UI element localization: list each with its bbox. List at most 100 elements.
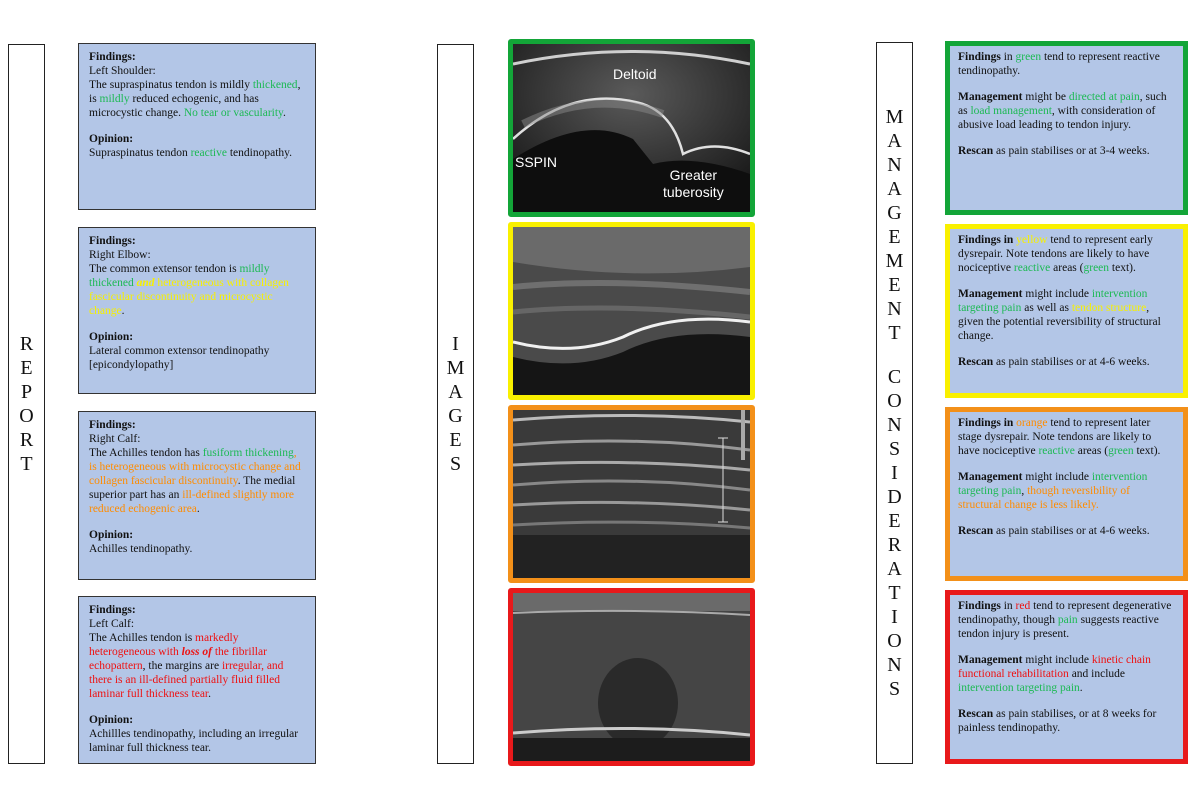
opinion-text: Achilles tendinopathy.	[89, 543, 193, 555]
considerations-letter: O	[887, 630, 902, 652]
images-letter: A	[448, 381, 463, 403]
findings-site: Left Calf:	[89, 618, 135, 630]
management-text: and include	[1068, 668, 1126, 680]
management-letter: T	[888, 322, 901, 344]
opinion-text: Supraspinatus tendon	[89, 147, 191, 159]
report-letter: R	[19, 333, 34, 355]
report-card-right-elbow: Findings: Right Elbow: The common extensor…	[78, 227, 316, 394]
management-text: pain	[1057, 614, 1078, 626]
findings-text: The Achilles tendon has	[89, 447, 203, 459]
management-text: text).	[1133, 445, 1161, 457]
management-card-yellow: Findings in yellow tend to represent ear…	[945, 224, 1188, 398]
management-card-green: Findings in green tend to represent reac…	[945, 41, 1188, 215]
findings-label: Findings:	[89, 235, 136, 247]
opinion-label: Opinion:	[89, 714, 134, 726]
opinion-text: Lateral common extensor tendinopathy [ep…	[89, 345, 270, 371]
management-text: Management	[958, 471, 1023, 483]
considerations-letter: T	[888, 582, 901, 604]
findings-label: Findings:	[89, 419, 136, 431]
ultrasound-image-shoulder: Deltoid SSPIN Greater tuberosity	[508, 39, 755, 217]
management-card-orange: Findings in orange tend to represent lat…	[945, 407, 1188, 581]
management-text: Findings in	[958, 417, 1017, 429]
findings-label: Findings:	[89, 51, 136, 63]
findings-text: irregular, and there is an ill-defined p…	[89, 660, 284, 700]
management-paragraph: Findings in orange tend to represent lat…	[958, 416, 1175, 458]
management-text: Findings	[958, 600, 1001, 612]
management-paragraph: Rescan as pain stabilises, or at 8 weeks…	[958, 707, 1175, 735]
report-letter: E	[20, 357, 33, 379]
findings-paragraph: Findings:Left Shoulder:The supraspinatus…	[89, 50, 307, 120]
management-text: tend to represent reactive tendinopathy.	[958, 51, 1160, 77]
management-letter: A	[887, 130, 902, 152]
considerations-letter: C	[887, 366, 902, 388]
management-paragraph: Findings in yellow tend to represent ear…	[958, 233, 1175, 275]
findings-paragraph: Findings:Right Calf:The Achilles tendon …	[89, 418, 307, 516]
management-paragraph: Rescan as pain stabilises or at 4-6 week…	[958, 355, 1175, 369]
findings-text: , is heterogeneous with microcystic chan…	[89, 447, 301, 487]
considerations-letter: N	[887, 414, 902, 436]
management-paragraph: Management might be directed at pain, su…	[958, 90, 1175, 132]
opinion-text: tendinopathy.	[226, 147, 293, 159]
management-text: as pain stabilises or at 4-6 weeks.	[993, 356, 1150, 368]
findings-text: .	[196, 503, 200, 515]
management-text: , given the potential reversibility of s…	[958, 302, 1161, 342]
management-letter: N	[887, 298, 902, 320]
considerations-letter: E	[888, 510, 901, 532]
management-text: Rescan	[958, 525, 994, 537]
management-text: suggests reactive tendon injury is prese…	[958, 614, 1159, 640]
findings-text: .	[283, 107, 286, 119]
label-sspin: SSPIN	[515, 154, 558, 170]
findings-text: the fibrillar echopattern	[89, 646, 267, 672]
ultrasound-left-calf-svg	[513, 593, 750, 761]
management-text: orange	[1016, 417, 1048, 429]
management-paragraph: Rescan as pain stabilises or at 3-4 week…	[958, 144, 1175, 158]
findings-text: , is	[89, 79, 301, 105]
management-text: reactive	[1038, 445, 1075, 457]
ultrasound-image-right-calf	[508, 405, 755, 583]
management-paragraph: Management might include intervention ta…	[958, 470, 1175, 512]
considerations-letter: A	[887, 558, 902, 580]
findings-text: heterogeneous with collagen fascicular d…	[89, 277, 289, 317]
management-text: intervention targeting pain	[958, 682, 1080, 694]
opinion-text: Achillles tendinopathy, including an irr…	[89, 728, 299, 754]
management-text: intervention targeting pain	[958, 471, 1148, 497]
management-text: in	[1000, 51, 1016, 63]
management-text: as pain stabilises or at 3-4 weeks.	[993, 145, 1150, 157]
management-text: Rescan	[958, 356, 994, 368]
opinion-paragraph: Opinion: Achillles tendinopathy, includin…	[89, 713, 307, 755]
findings-site: Right Elbow:	[89, 249, 151, 261]
findings-text: The common extensor tendon is	[89, 263, 240, 275]
ultrasound-shoulder-svg	[513, 44, 750, 212]
opinion-label: Opinion:	[89, 133, 134, 145]
findings-text: reduced echogenic, and has microcystic c…	[89, 93, 259, 119]
management-text: directed at pain	[1068, 91, 1140, 103]
findings-text: ill-defined slightly more reduced echoge…	[89, 489, 295, 515]
findings-text: markedly heterogeneous with	[89, 632, 239, 658]
label-greater-tuberosity: Greater tuberosity	[663, 167, 724, 201]
report-card-left-calf: Findings:Left Calf:The Achilles tendon i…	[78, 596, 316, 764]
management-text: load management	[970, 105, 1052, 117]
management-card-red: Findings in red tend to represent degene…	[945, 590, 1188, 764]
findings-text: mildly	[99, 93, 130, 105]
findings-site: Left Shoulder:	[89, 65, 156, 77]
management-text: Management	[958, 91, 1023, 103]
findings-text: fusiform thickening	[202, 447, 294, 459]
findings-text: , the margins are	[142, 660, 222, 672]
findings-text: thickened	[252, 79, 298, 91]
management-text: green	[1083, 262, 1110, 274]
ultrasound-image-elbow	[508, 222, 755, 400]
considerations-letter: N	[887, 654, 902, 676]
management-text: text).	[1109, 262, 1136, 274]
management-paragraph: Management might include kinetic chain f…	[958, 653, 1175, 695]
ultrasound-image-left-calf	[508, 588, 755, 766]
management-text: areas (	[1074, 445, 1109, 457]
findings-text: . The medial superior part has an	[89, 475, 296, 501]
opinion-paragraph: Opinion:Supraspinatus tendon reactive te…	[89, 132, 307, 160]
label-greater: Greater	[669, 167, 718, 183]
management-text: tend to represent later stage dysrepair.…	[958, 417, 1152, 457]
report-card-right-calf: Findings:Right Calf:The Achilles tendon …	[78, 411, 316, 580]
opinion-paragraph: Opinion:Lateral common extensor tendinop…	[89, 330, 307, 372]
management-text: Management	[958, 654, 1023, 666]
